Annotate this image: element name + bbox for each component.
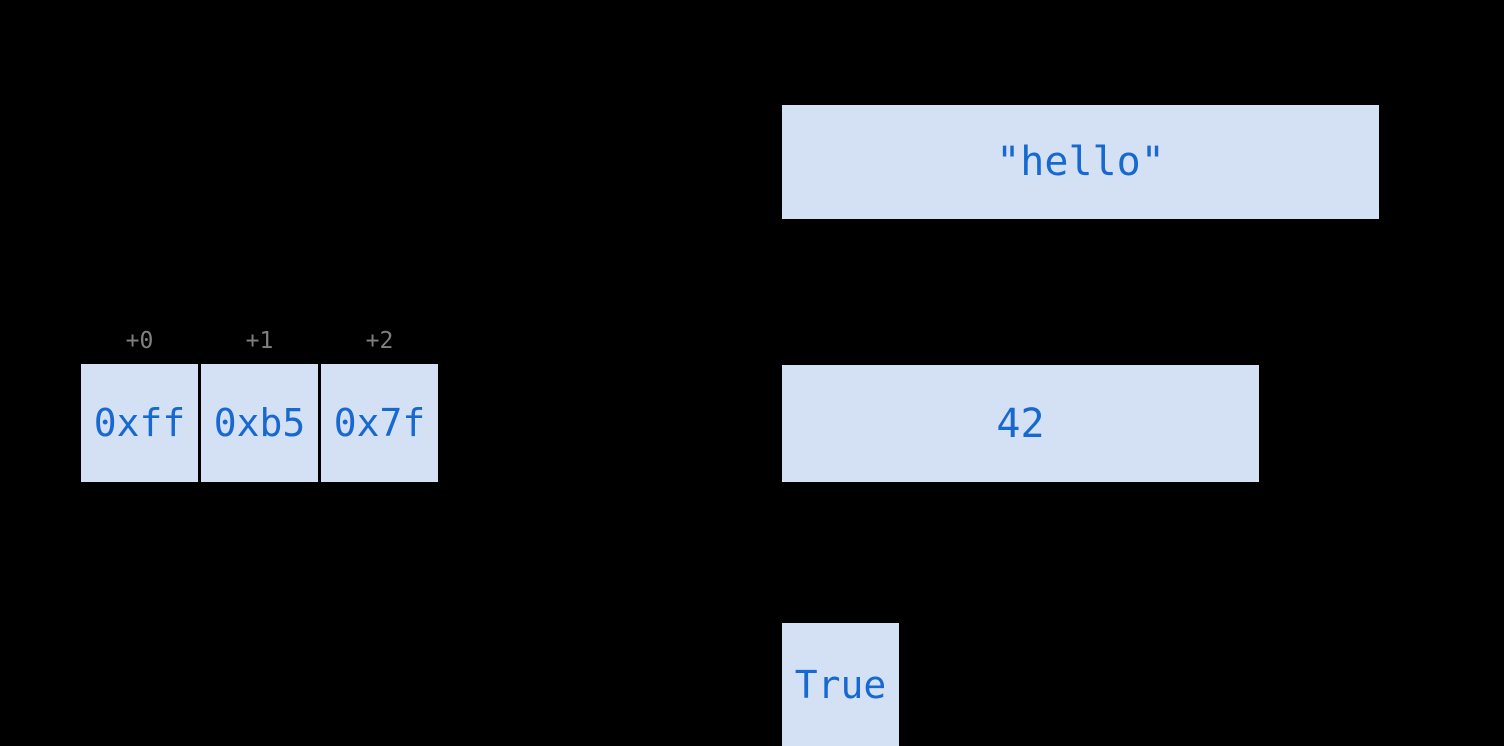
memory-cell[interactable]: +0 0xff <box>81 330 198 482</box>
memory-cell-offset-label: +1 <box>245 328 274 354</box>
memory-cell-value: 0xb5 <box>213 401 306 445</box>
memory-cell[interactable]: +1 0xb5 <box>201 330 318 482</box>
memory-cell-value: 0xff <box>93 401 186 445</box>
integer-value-box-label: 42 <box>996 400 1045 447</box>
memory-cell-offset-label: +2 <box>365 328 394 354</box>
boolean-value-box-label: True <box>794 662 887 707</box>
memory-cell-value: 0x7f <box>333 401 426 445</box>
string-value-box[interactable]: "hello" <box>782 105 1379 219</box>
boolean-value-box[interactable]: True <box>782 623 899 746</box>
integer-value-box[interactable]: 42 <box>782 365 1259 482</box>
memory-cell-offset-label: +0 <box>125 328 154 354</box>
string-value-box-label: "hello" <box>996 139 1165 185</box>
byte-memory-cells: +0 0xff +1 0xb5 +2 0x7f <box>81 330 438 482</box>
memory-cell[interactable]: +2 0x7f <box>321 330 438 482</box>
